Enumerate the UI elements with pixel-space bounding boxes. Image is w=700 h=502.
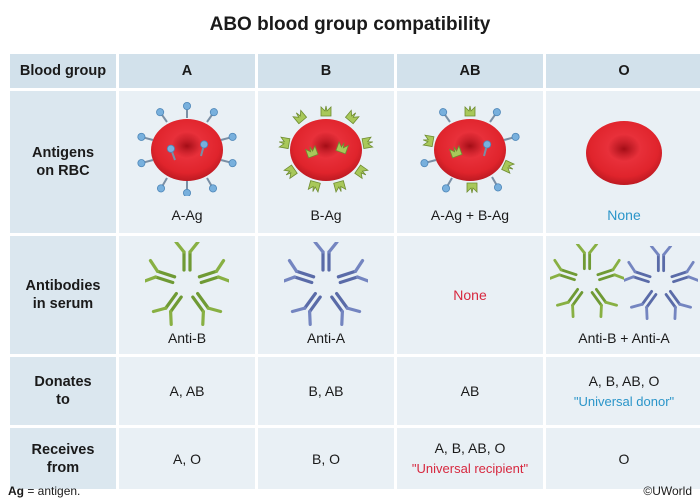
rbc-a-antigen-icon xyxy=(135,101,239,196)
anti-a-antibody-icon xyxy=(624,246,698,320)
antigen-label-b: B-Ag xyxy=(310,207,342,223)
row-label-line2: from xyxy=(46,459,80,476)
donates-cell-a: A, AB xyxy=(119,357,255,425)
antigen-cell-o: None xyxy=(546,91,700,233)
compatibility-table: Blood group A B AB O Antigens on RBC xyxy=(10,54,700,489)
header-group-a: A xyxy=(119,54,255,88)
antigen-cell-a: A-Ag xyxy=(119,91,255,233)
antibody-cell-a: Anti-B xyxy=(119,236,255,354)
donates-cell-ab: AB xyxy=(397,357,543,425)
donates-cell-o: A, B, AB, O "Universal donor" xyxy=(546,357,700,425)
header-group-b: B xyxy=(258,54,394,88)
universal-recipient-note: "Universal recipient" xyxy=(411,461,529,476)
receives-value-ab: A, B, AB, O xyxy=(434,440,506,456)
row-label-line2: on RBC xyxy=(36,163,90,179)
antibody-cell-o: Anti-B + Anti-A xyxy=(546,236,700,354)
page-title: ABO blood group compatibility xyxy=(209,14,491,35)
antibody-label-ab: None xyxy=(397,236,543,354)
copyright: ©UWorld xyxy=(643,484,692,498)
anti-b-antibody-icon xyxy=(145,242,229,326)
row-label-line1: Antigens xyxy=(31,145,95,161)
row-label-donates: Donates to xyxy=(10,357,116,425)
rbc-no-antigen-icon xyxy=(586,121,662,185)
anti-b-antibody-icon xyxy=(550,244,624,318)
row-label-line1: Receives xyxy=(31,441,95,458)
antigen-label-o: None xyxy=(607,207,641,223)
antigen-label-ab: A-Ag + B-Ag xyxy=(430,207,510,223)
header-group-o: O xyxy=(546,54,700,88)
antibody-label-o: Anti-B + Anti-A xyxy=(578,330,670,346)
receives-cell-a: A, O xyxy=(119,428,255,489)
receives-cell-b: B, O xyxy=(258,428,394,489)
antibody-label-a: Anti-B xyxy=(167,330,207,346)
antibody-label-b: Anti-A xyxy=(306,330,346,346)
rbc-b-antigen-icon xyxy=(277,105,375,194)
anti-a-antibody-icon xyxy=(284,242,368,326)
donates-value-o: A, B, AB, O xyxy=(588,372,660,389)
row-label-line2: to xyxy=(56,392,70,408)
antigen-label-a: A-Ag xyxy=(171,207,203,223)
footnote-abbr: Ag xyxy=(8,484,24,498)
row-label-antigens: Antigens on RBC xyxy=(10,91,116,233)
receives-cell-o: O xyxy=(546,428,700,489)
row-label-antibodies: Antibodies in serum xyxy=(10,236,116,354)
row-label-line2: in serum xyxy=(32,296,94,312)
antibody-cell-b: Anti-A xyxy=(258,236,394,354)
footnote-text: = antigen. xyxy=(24,484,81,498)
receives-cell-ab: A, B, AB, O "Universal recipient" xyxy=(397,428,543,489)
row-label-line1: Donates xyxy=(34,374,92,390)
antigen-cell-b: B-Ag xyxy=(258,91,394,233)
header-row-label: Blood group xyxy=(10,54,116,88)
universal-donor-note: "Universal donor" xyxy=(573,393,675,409)
row-label-line1: Antibodies xyxy=(25,278,101,294)
rbc-ab-antigen-icon xyxy=(418,105,522,195)
header-group-ab: AB xyxy=(397,54,543,88)
donates-cell-b: B, AB xyxy=(258,357,394,425)
antigen-cell-ab: A-Ag + B-Ag xyxy=(397,91,543,233)
footnote: Ag = antigen. xyxy=(8,484,80,498)
